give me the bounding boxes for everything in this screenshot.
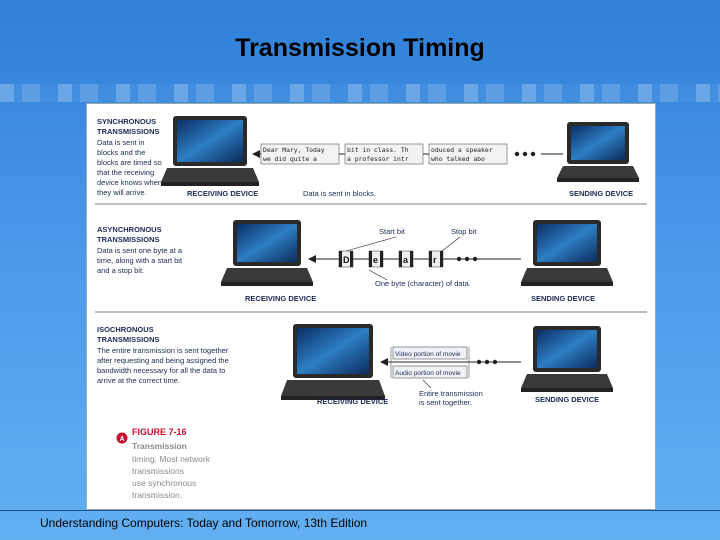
iso-receiving-laptop-icon <box>281 324 385 400</box>
together-caption: Entire transmission is sent together. <box>419 389 485 407</box>
start-bit-label: Start bit <box>379 227 406 236</box>
svg-text:r: r <box>433 255 437 265</box>
figure-caption: timing. Most network transmissions use s… <box>132 454 212 500</box>
sync-description: Data is sent in blocks and the blocks ar… <box>97 138 164 197</box>
svg-text:D: D <box>343 255 350 265</box>
async-description: Data is sent one byte at a time, along w… <box>97 246 184 275</box>
svg-text:bit in class. Th a pro: bit in class. Th a professor intr <box>347 146 412 163</box>
iso-sending-laptop-icon <box>521 326 613 392</box>
iso-heading: ISOCHRONOUS TRANSMISSIONS <box>97 325 160 344</box>
svg-text:e: e <box>373 255 378 265</box>
figure-panel: SYNCHRONOUS TRANSMISSIONS Data is sent i… <box>86 103 656 510</box>
iso-sending-label: SENDING DEVICE <box>535 395 599 404</box>
sync-receiving-label: RECEIVING DEVICE <box>187 189 258 198</box>
sync-receiving-laptop-icon <box>161 116 259 186</box>
byte-caption: One byte (character) of data. <box>375 279 471 288</box>
async-receiving-label: RECEIVING DEVICE <box>245 294 316 303</box>
async-byte-d: D <box>338 250 354 268</box>
async-heading: ASYNCHRONOUS TRANSMISSIONS <box>97 225 164 244</box>
iso-description: The entire transmission is sent together… <box>97 346 231 385</box>
async-byte-r: r <box>428 250 444 268</box>
ellipsis-icon <box>476 359 498 365</box>
svg-text:Audio portion of movie: Audio portion of movie <box>395 370 461 377</box>
stop-bit-label: Stop bit <box>451 227 477 236</box>
ellipsis-icon <box>456 256 478 262</box>
iso-receiving-label: RECEIVING DEVICE <box>317 397 388 406</box>
sync-heading: SYNCHRONOUS TRANSMISSIONS <box>97 117 160 136</box>
sync-data-block: bit in class. Th a professor intr <box>344 143 424 165</box>
sync-data-block: oduced a speaker who talked abo <box>428 143 508 165</box>
figure-badge-icon: A <box>116 432 128 444</box>
svg-text:Video portion of movie: Video portion of movie <box>395 351 461 358</box>
svg-text:A: A <box>119 436 124 443</box>
async-sending-laptop-icon <box>521 220 613 286</box>
sync-sending-label: SENDING DEVICE <box>569 189 633 198</box>
slide-title: Transmission Timing <box>235 34 485 62</box>
async-byte-e: e <box>368 250 384 268</box>
audio-portion-box: Audio portion of movie <box>392 365 468 379</box>
video-portion-box: Video portion of movie <box>392 346 468 360</box>
svg-text:Dear Mary, Today we di: Dear Mary, Today we did quite a <box>263 146 328 163</box>
sync-caption: Data is sent in blocks. <box>303 189 376 198</box>
async-byte-a: a <box>398 250 414 268</box>
figure-caption-bold: Transmission <box>132 441 187 451</box>
async-sending-label: SENDING DEVICE <box>531 294 595 303</box>
transmission-diagram: SYNCHRONOUS TRANSMISSIONS Data is sent i… <box>95 116 647 500</box>
async-receiving-laptop-icon <box>221 220 313 286</box>
footer-rule <box>0 510 720 511</box>
ellipsis-icon <box>514 151 536 157</box>
svg-text:a: a <box>403 255 409 265</box>
sync-sending-laptop-icon <box>557 122 639 182</box>
sync-data-block: Dear Mary, Today we did quite a <box>260 143 340 165</box>
svg-text:oduced a speaker who t: oduced a speaker who talked abo <box>431 146 496 163</box>
footer-text: Understanding Computers: Today and Tomor… <box>40 516 368 530</box>
figure-number: FIGURE 7-16 <box>132 427 187 437</box>
decorative-band <box>0 84 720 102</box>
